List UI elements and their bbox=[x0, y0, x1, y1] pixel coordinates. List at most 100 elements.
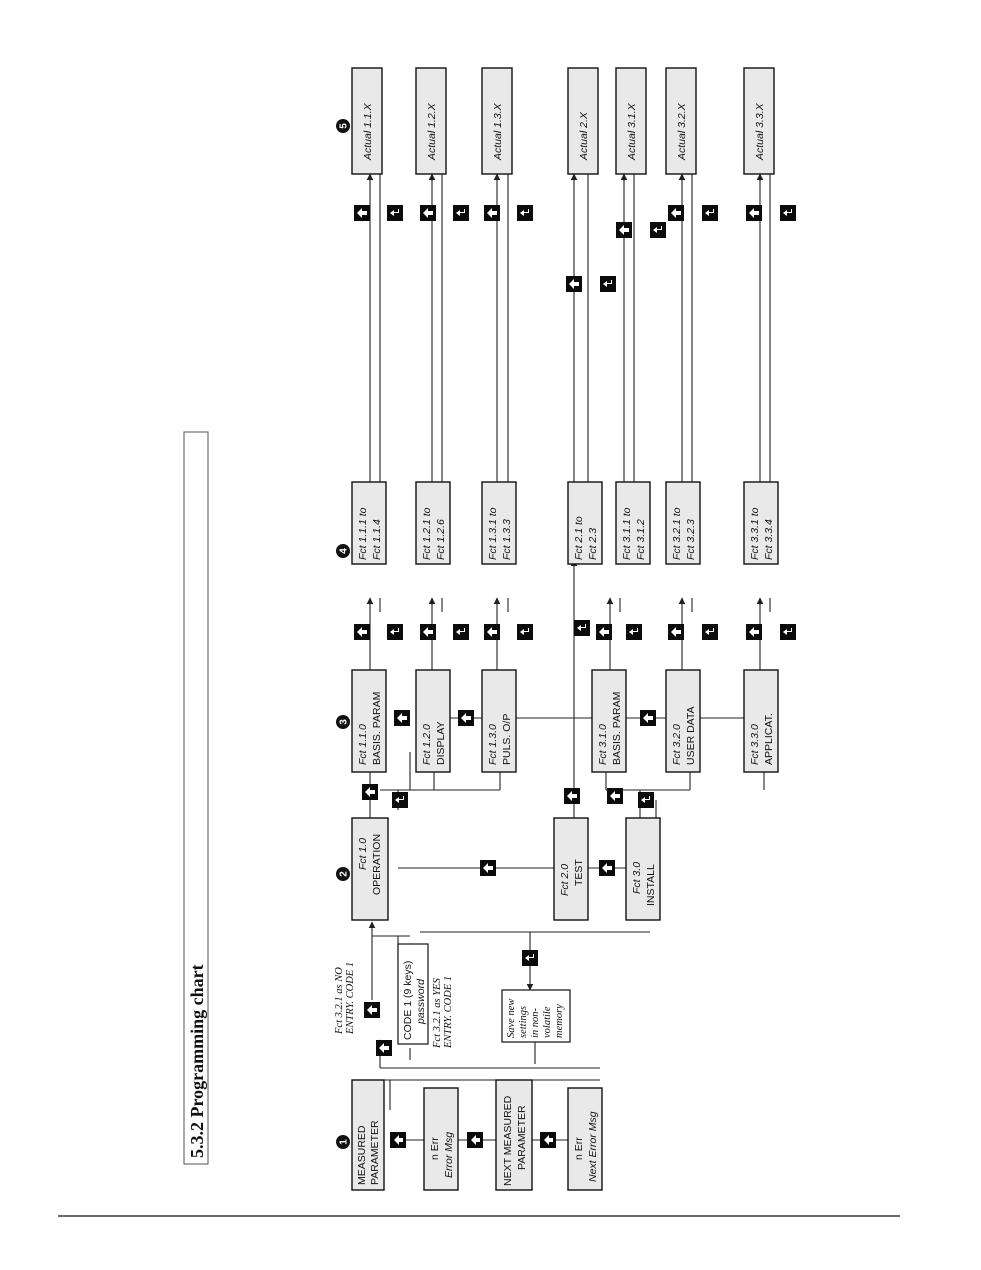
svg-text:Fct 3.0: Fct 3.0 bbox=[631, 862, 643, 894]
box-next-error-msg: n Err Next Error Msg bbox=[567, 1087, 603, 1191]
arrow-key-icon bbox=[420, 205, 436, 221]
box-fct-3-3-1-to-3-3-4: Fct 3.3.1 to Fct 3.3.4 bbox=[743, 481, 779, 565]
box-actual-3-3-x: Actual 3.3.X bbox=[743, 67, 775, 175]
box-actual-1-2-x: Actual 1.2.X bbox=[415, 67, 447, 175]
svg-text:INSTALL: INSTALL bbox=[645, 864, 657, 906]
svg-text:2: 2 bbox=[339, 871, 350, 877]
enter-key-icon bbox=[702, 624, 718, 640]
svg-text:BASIS. PARAM: BASIS. PARAM bbox=[611, 692, 623, 765]
box-save-settings: Save new settings in non- volatile memor… bbox=[501, 989, 571, 1043]
arrow-key-icon bbox=[458, 710, 474, 726]
arrow-key-icon bbox=[599, 860, 615, 876]
box-fct-1-2-1-to-1-2-6: Fct 1.2.1 to Fct 1.2.6 bbox=[415, 481, 451, 565]
svg-text:ENTRY. CODE 1: ENTRY. CODE 1 bbox=[345, 962, 356, 1035]
svg-text:Fct 3.1.1 to: Fct 3.1.1 to bbox=[621, 507, 633, 560]
arrow-key-icon bbox=[362, 784, 378, 800]
box-fct-1-3-0: Fct 1.3.0 PULS. O/P bbox=[481, 669, 517, 773]
svg-text:Fct 3.2.1 to: Fct 3.2.1 to bbox=[671, 507, 683, 560]
box-measured-parameter: MEASURED PARAMETER bbox=[351, 1079, 385, 1191]
arrow-key-icon bbox=[394, 710, 410, 726]
svg-text:Error Msg: Error Msg bbox=[443, 1132, 455, 1178]
svg-text:ENTRY. CODE 1: ENTRY. CODE 1 bbox=[443, 976, 454, 1049]
arrow-key-icon bbox=[616, 222, 632, 238]
svg-text:Actual 3.2.X: Actual 3.2.X bbox=[676, 102, 688, 161]
box-actual-3-2-x: Actual 3.2.X bbox=[665, 67, 697, 175]
section-title: 5.3.2 Programming chart bbox=[187, 964, 207, 1158]
svg-text:Fct 1.1.1 to: Fct 1.1.1 to bbox=[357, 507, 369, 560]
svg-text:Fct 3.1.0: Fct 3.1.0 bbox=[597, 724, 609, 765]
svg-text:PARAMETER: PARAMETER bbox=[369, 1120, 381, 1185]
svg-text:MEASURED: MEASURED bbox=[356, 1125, 368, 1185]
box-fct-3-1-0: Fct 3.1.0 BASIS. PARAM bbox=[591, 669, 627, 773]
svg-text:Next Error Msg: Next Error Msg bbox=[587, 1111, 599, 1182]
box-fct-3-0-install: Fct 3.0 INSTALL bbox=[625, 817, 661, 921]
svg-text:Fct 1.1.4: Fct 1.1.4 bbox=[371, 519, 383, 560]
arrow-key-icon bbox=[607, 788, 623, 804]
enter-key-icon bbox=[638, 792, 654, 808]
enter-key-icon bbox=[392, 792, 408, 808]
svg-text:BASIS. PARAM: BASIS. PARAM bbox=[371, 692, 383, 765]
enter-key-icon bbox=[626, 624, 642, 640]
box-fct-3-2-0: Fct 3.2.0 USER DATA bbox=[665, 669, 701, 773]
svg-text:Actual 2.X: Actual 2.X bbox=[578, 111, 590, 161]
arrow-key-icon bbox=[596, 624, 612, 640]
box-fct-3-1-1-to-3-1-2: Fct 3.1.1 to Fct 3.1.2 bbox=[615, 481, 651, 565]
svg-text:Fct 1.2.1 to: Fct 1.2.1 to bbox=[421, 507, 433, 560]
svg-text:Actual 3.1.X: Actual 3.1.X bbox=[626, 102, 638, 161]
svg-text:TEST: TEST bbox=[573, 859, 585, 886]
box-fct-1-1-1-to-1-1-4: Fct 1.1.1 to Fct 1.1.4 bbox=[351, 481, 387, 565]
svg-text:Fct 1.2.6: Fct 1.2.6 bbox=[435, 519, 447, 560]
box-fct-3-2-1-to-3-2-3: Fct 3.2.1 to Fct 3.2.3 bbox=[665, 481, 701, 565]
svg-text:4: 4 bbox=[339, 548, 350, 554]
svg-text:Fct 3.3.4: Fct 3.3.4 bbox=[763, 519, 775, 560]
box-fct-3-3-0: Fct 3.3.0 APPLICAT. bbox=[743, 669, 779, 773]
note-code-no: Fct 3.2.1 as NO ENTRY. CODE 1 bbox=[334, 962, 356, 1035]
arrow-key-icon bbox=[467, 1132, 483, 1148]
box-fct-1-2-0: Fct 1.2.0 DISPLAY bbox=[415, 669, 451, 773]
arrow-key-icon bbox=[354, 205, 370, 221]
enter-key-icon bbox=[600, 276, 616, 292]
arrow-key-icon bbox=[668, 205, 684, 221]
svg-text:Fct 3.2.3: Fct 3.2.3 bbox=[685, 519, 697, 560]
enter-key-icon bbox=[522, 950, 538, 966]
svg-text:Actual 1.3.X: Actual 1.3.X bbox=[492, 102, 504, 161]
enter-key-icon bbox=[453, 624, 469, 640]
svg-text:Fct 1.0: Fct 1.0 bbox=[357, 838, 369, 870]
svg-text:CODE 1 (9 keys): CODE 1 (9 keys) bbox=[402, 961, 414, 1040]
arrow-key-icon bbox=[484, 624, 500, 640]
svg-text:Fct 1.2.0: Fct 1.2.0 bbox=[421, 724, 433, 765]
svg-text:Fct 1.1.0: Fct 1.1.0 bbox=[357, 724, 369, 765]
svg-text:Actual 1.2.X: Actual 1.2.X bbox=[426, 102, 438, 161]
svg-text:Fct 2.1 to: Fct 2.1 to bbox=[573, 516, 585, 560]
svg-text:Fct 1.3.1 to: Fct 1.3.1 to bbox=[487, 507, 499, 560]
arrow-key-icon bbox=[364, 1002, 380, 1018]
title-bar bbox=[183, 431, 209, 1165]
box-code-password: CODE 1 (9 keys) password bbox=[397, 943, 429, 1045]
svg-text:PULS. O/P: PULS. O/P bbox=[501, 714, 513, 765]
svg-text:1: 1 bbox=[339, 1139, 350, 1145]
arrow-key-icon bbox=[746, 205, 762, 221]
svg-text:Fct 3.3.1 to: Fct 3.3.1 to bbox=[749, 507, 761, 560]
svg-text:Fct 1.3.3: Fct 1.3.3 bbox=[501, 519, 513, 560]
enter-key-icon bbox=[387, 205, 403, 221]
svg-text:PARAMETER: PARAMETER bbox=[516, 1105, 528, 1170]
svg-text:Fct 3.3.0: Fct 3.3.0 bbox=[749, 724, 761, 765]
svg-text:password: password bbox=[415, 978, 427, 1025]
box-actual-1-1-x: Actual 1.1.X bbox=[351, 67, 383, 175]
box-fct-2-0-test: Fct 2.0 TEST bbox=[553, 817, 589, 921]
column-marker-5: 5 bbox=[336, 119, 350, 133]
box-actual-2-x: Actual 2.X bbox=[567, 67, 599, 175]
enter-key-icon bbox=[517, 624, 533, 640]
arrow-key-icon bbox=[566, 276, 582, 292]
svg-text:5: 5 bbox=[339, 123, 350, 129]
svg-text:Fct 3.1.2: Fct 3.1.2 bbox=[635, 519, 647, 560]
svg-text:DISPLAY: DISPLAY bbox=[435, 721, 447, 765]
svg-text:Fct 2.3: Fct 2.3 bbox=[587, 528, 599, 560]
box-fct-1-3-1-to-1-3-3: Fct 1.3.1 to Fct 1.3.3 bbox=[481, 481, 517, 565]
enter-key-icon bbox=[780, 624, 796, 640]
enter-key-icon bbox=[574, 620, 590, 636]
enter-key-icon bbox=[517, 205, 533, 221]
svg-text:Actual 1.1.X: Actual 1.1.X bbox=[362, 102, 374, 161]
box-actual-1-3-x: Actual 1.3.X bbox=[481, 67, 513, 175]
svg-text:Save new: Save new bbox=[506, 999, 517, 1038]
